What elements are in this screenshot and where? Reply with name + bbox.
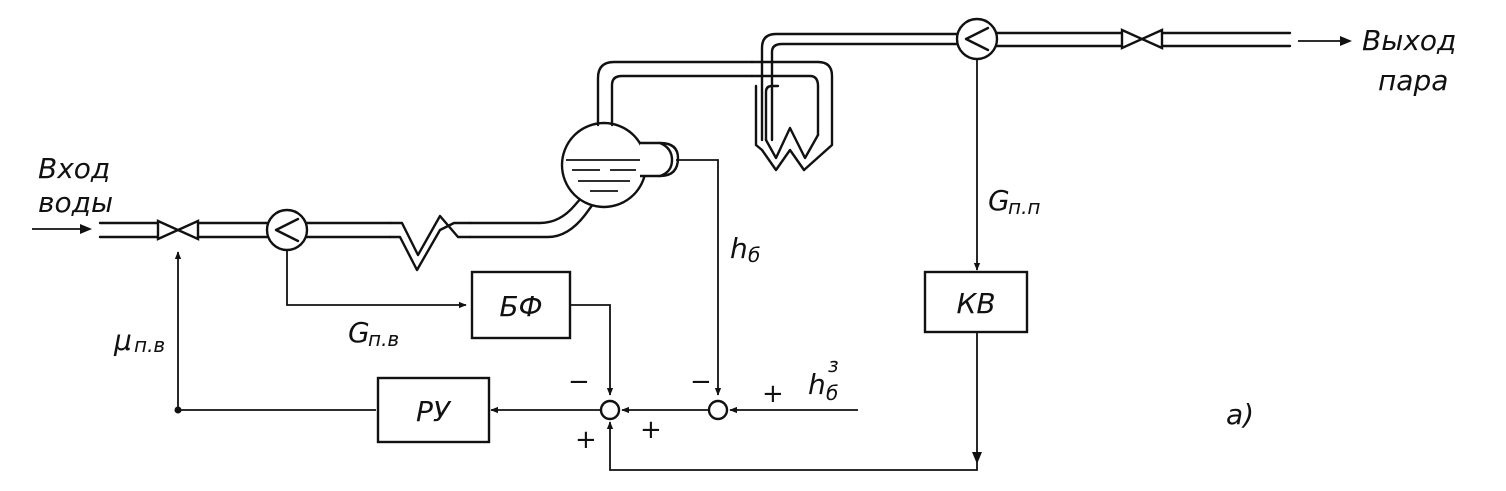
label-level-setpoint-sup: з <box>828 353 839 377</box>
label-drum-level-main: h <box>730 232 748 265</box>
label-feedwater-flow-main: G <box>348 316 370 349</box>
feedwater-pipe-to-economizer <box>305 221 392 239</box>
label-steam-flow-sub: п.п <box>1008 195 1041 219</box>
label-valve-position-sub: п.в <box>134 333 165 357</box>
label-steam-outlet-line2: пара <box>1378 64 1448 97</box>
steam-outlet-pipe-end <box>1160 31 1292 48</box>
block-bf-label: БФ <box>499 290 542 323</box>
kv-output-line <box>606 332 978 471</box>
sign-sum2-right: + <box>762 379 784 409</box>
steam-outlet-arrow <box>1298 36 1352 46</box>
label-valve-position-main: μ <box>113 324 132 357</box>
feedwater-flow-sensor <box>265 208 309 252</box>
drum-steam-riser <box>596 60 754 127</box>
summing-junction-main <box>599 399 621 421</box>
figure-tag: а) <box>1226 398 1254 431</box>
feedwater-pipe-to-flowmeter <box>196 221 269 239</box>
label-steam-outlet-line1: Выход <box>1362 24 1456 57</box>
steam-outlet-pipe <box>995 31 1124 48</box>
sign-sum1-bottom: + <box>575 425 597 455</box>
label-level-setpoint-sub: б <box>826 381 838 405</box>
sign-sum1-right: + <box>640 415 662 445</box>
summing-junction-level <box>707 399 729 421</box>
feedwater-pipe-inlet <box>98 221 162 239</box>
drum-level-signal-line <box>676 159 722 396</box>
economizer-to-drum-pipe <box>468 188 598 239</box>
sign-sum2-top: − <box>690 367 712 397</box>
block-ru-label: РУ <box>416 395 452 428</box>
label-drum-level: h б <box>730 232 760 267</box>
label-drum-level-sub: б <box>748 243 760 267</box>
controller-output-node <box>174 406 182 414</box>
controller-output-line <box>174 251 376 411</box>
block-bf: БФ <box>470 270 572 340</box>
sign-sum1-top: − <box>568 367 590 397</box>
label-valve-position: μ п.в <box>113 324 165 357</box>
drum-level-gauge <box>640 141 680 178</box>
block-ru: РУ <box>376 376 491 444</box>
steam-outlet-valve <box>1120 28 1164 50</box>
superheater-to-steam-sensor-pipe <box>760 32 960 142</box>
label-water-inlet-line1: Вход <box>38 152 110 185</box>
feedwater-flow-signal-line <box>286 250 467 309</box>
block-kv: КВ <box>923 270 1029 334</box>
superheater-loop <box>750 60 834 172</box>
bf-output-line <box>570 304 614 396</box>
label-level-setpoint: h б з <box>808 353 839 405</box>
label-feedwater-flow-sub: п.в <box>368 327 399 351</box>
economizer-coil <box>388 214 472 272</box>
label-level-setpoint-main: h <box>808 368 826 401</box>
label-water-inlet-line2: воды <box>38 186 113 219</box>
feedwater-valve <box>156 219 200 241</box>
water-inlet-arrow <box>32 224 92 234</box>
label-feedwater-flow: G п.в <box>348 316 399 351</box>
block-kv-label: КВ <box>956 287 995 320</box>
kv-output-arrow-mid <box>972 452 982 464</box>
steam-flow-sensor <box>955 17 999 61</box>
label-steam-flow-main: G <box>988 184 1010 217</box>
label-steam-flow: G п.п <box>988 184 1041 219</box>
steam-drum <box>560 121 648 209</box>
